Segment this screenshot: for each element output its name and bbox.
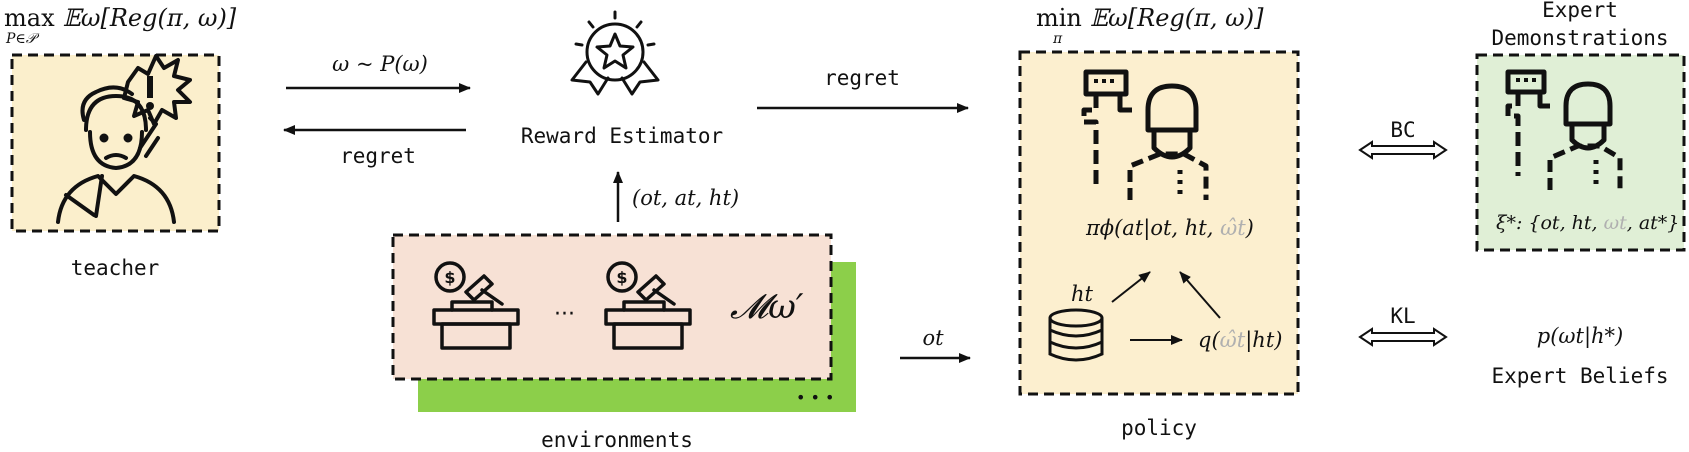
q-formula-close: |ht)	[1245, 328, 1283, 352]
q-formula-main: q(	[1198, 328, 1220, 352]
teacher-label: teacher	[70, 256, 160, 280]
expert-robot-icon	[1505, 69, 1623, 190]
environment-stack-dots: • • •	[796, 388, 835, 407]
expert-belief-formula: p(ωt|h*)	[1536, 324, 1624, 348]
xi-formula-main: ξ*: {ot, ht,	[1496, 212, 1604, 234]
reward-estimator-label: Reward Estimator	[520, 124, 724, 148]
environment-box	[391, 233, 833, 381]
observation-label: ot	[922, 326, 944, 350]
q-formula: q(ω̂t|ht)	[1198, 330, 1282, 351]
xi-formula-omega: ωt	[1603, 212, 1627, 234]
teacher-objective-subscript: P∈𝒫	[6, 31, 36, 47]
expert-title-line1: Expert	[1542, 0, 1618, 22]
dollar-icons: $ $	[444, 268, 627, 287]
sample-label: ω ~ P(ω)	[332, 52, 428, 76]
pi-formula-main: πϕ(at|ot, ht,	[1086, 216, 1221, 240]
database-icon	[1048, 308, 1104, 362]
transition-label: (ot, at, ht)	[632, 186, 740, 210]
xi-formula-close: , at*}	[1626, 212, 1680, 234]
svg-text:$: $	[616, 268, 627, 287]
pi-formula: πϕ(at|ot, ht, ω̂t)	[1086, 218, 1254, 239]
h-label: ht	[1071, 282, 1093, 306]
auction-icon-1	[432, 261, 520, 350]
teacher-icon	[56, 54, 192, 224]
pi-formula-omega: ω̂t	[1220, 216, 1246, 240]
policy-box	[1018, 50, 1300, 396]
expert-robot-screen-dots	[1516, 78, 1536, 82]
policy-objective-rest: 𝔼ω[Reg(π, ω)]	[1089, 4, 1264, 32]
kl-label: KL	[1390, 304, 1416, 328]
policy-objective-subscript: π	[1053, 31, 1063, 47]
kl-double-arrow	[1358, 327, 1448, 347]
award-icon	[570, 10, 660, 96]
svg-text:$: $	[444, 268, 455, 287]
q-to-pi-arrow	[1179, 271, 1221, 319]
environments-label: environments	[541, 428, 693, 452]
environment-model-label: 𝓜ω′	[730, 287, 804, 327]
h-to-pi-arrow	[1111, 271, 1151, 303]
bc-double-arrow	[1358, 140, 1448, 160]
policy-objective-min: min	[1036, 4, 1082, 32]
environment-ellipsis: ···	[554, 302, 575, 327]
bc-label: BC	[1390, 118, 1416, 142]
expert-beliefs-label: Expert Beliefs	[1491, 364, 1669, 388]
q-formula-omega: ω̂t	[1219, 328, 1246, 352]
regret-back-label: regret	[340, 144, 416, 168]
exclamation-icon	[146, 76, 154, 110]
expert-title-line2: Demonstrations	[1491, 26, 1669, 50]
auction-icon-2	[604, 261, 692, 350]
pi-formula-close: )	[1245, 216, 1254, 240]
regret-forward-label: regret	[824, 66, 900, 90]
policy-label: policy	[1121, 416, 1197, 440]
xi-formula: ξ*: {ot, ht, ωt, at*}	[1496, 214, 1679, 233]
expert-box	[1475, 53, 1686, 252]
robot-icon	[1081, 69, 1209, 200]
teacher-objective-rest: 𝔼ω[Reg(π, ω)]	[62, 4, 237, 32]
teacher-objective-max: max	[4, 4, 55, 32]
robot-screen-dots	[1094, 79, 1114, 83]
